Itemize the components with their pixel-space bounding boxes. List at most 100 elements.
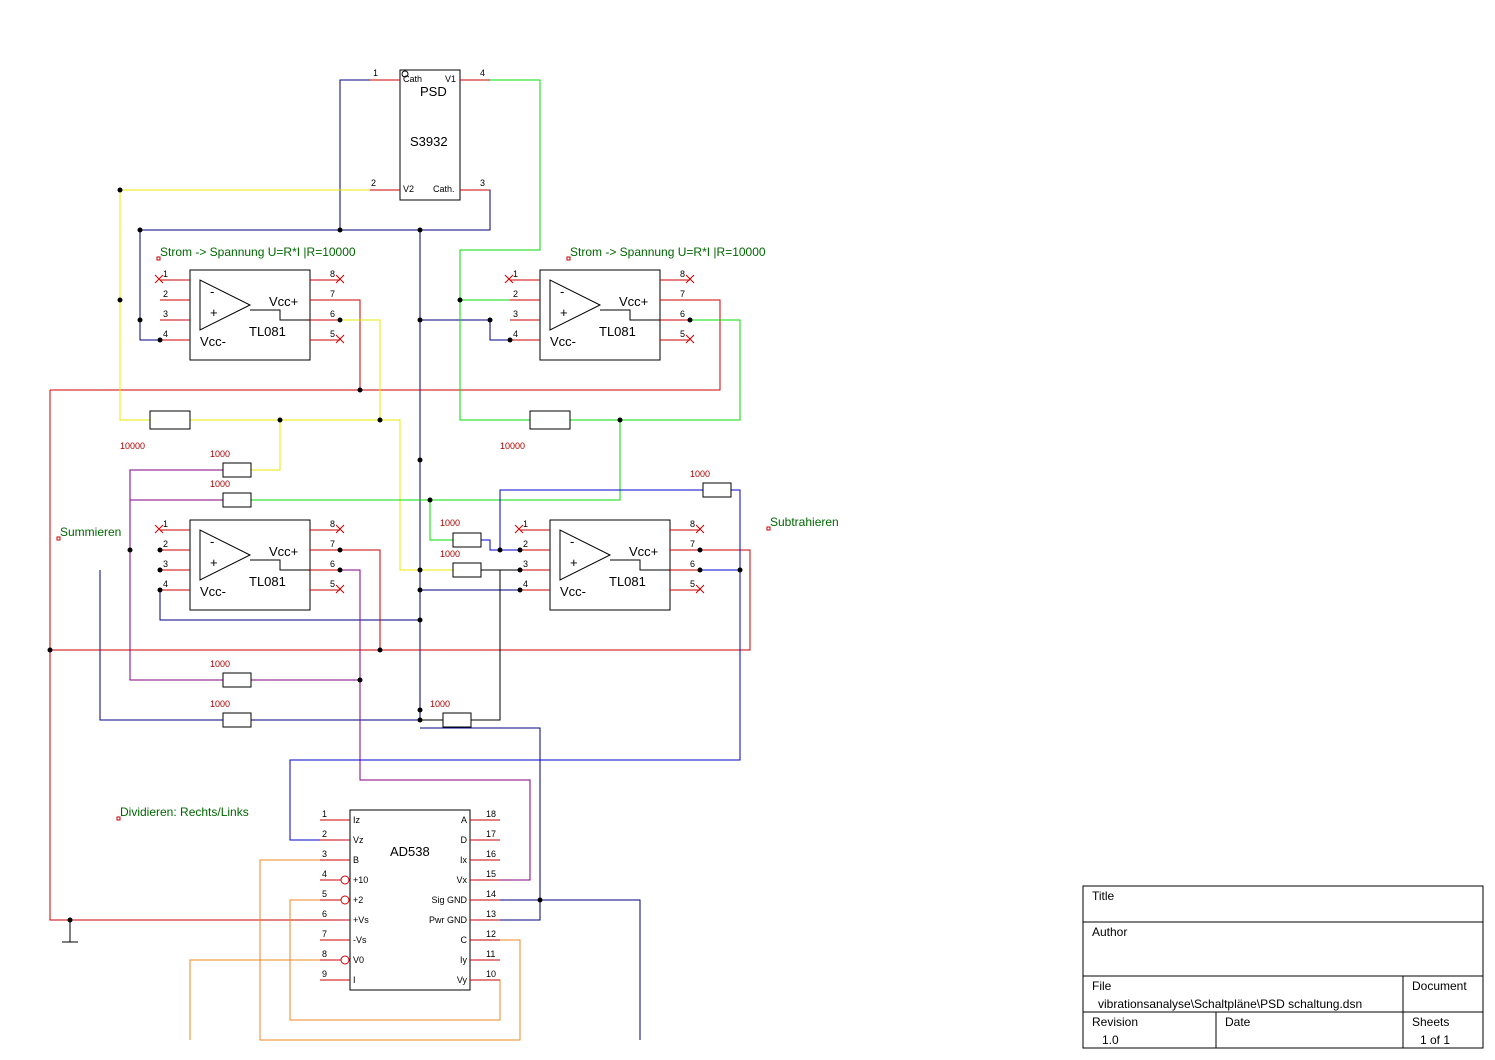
ad538-label-vx: Vx	[456, 875, 467, 885]
wires-green	[250, 79, 741, 541]
psd-pin-1: 1	[373, 68, 378, 78]
ad538-pin-14: 14	[486, 889, 496, 899]
wires-dark	[99, 79, 641, 1040]
opamp-2-pin-1: 1	[513, 269, 518, 279]
notes: Strom -> Spannung U=R*I |R=10000 Strom -…	[56, 245, 839, 821]
r-value-1000-g: 1000	[210, 699, 230, 709]
opamp-3-pin-5: 5	[330, 579, 335, 589]
ad538-pin-5: 5	[322, 889, 327, 899]
opamp-2-pin-4: 4	[513, 329, 518, 339]
wires-purple	[129, 469, 531, 881]
opamp-3-part: TL081	[249, 574, 286, 589]
opamp-4-pin-8: 8	[690, 519, 695, 529]
resistor-1000-g	[222, 712, 252, 728]
file-label: File	[1092, 979, 1112, 993]
ad538-label-c: C	[461, 935, 468, 945]
opamp-3-minus: -	[210, 534, 214, 549]
author-label: Author	[1092, 925, 1127, 939]
psd-cath2-label: Cath.	[433, 184, 455, 194]
ad538-pin-3: 3	[322, 849, 327, 859]
opamp-2-part: TL081	[599, 324, 636, 339]
opamp-4-pin-6: 6	[690, 559, 695, 569]
opamp-3-pin-4: 4	[163, 579, 168, 589]
psd-part: S3932	[410, 134, 448, 149]
opamp-1-vcc-minus: Vcc-	[200, 334, 226, 349]
note-summieren: Summieren	[60, 525, 121, 539]
ad538-part: AD538	[390, 844, 430, 859]
opamp-4: 1 2 3 4 8 7 6 5 - + Vcc+ TL081 Vcc-	[514, 519, 705, 611]
sheets-value: 1 of 1	[1420, 1033, 1450, 1047]
ad538-label-plus10: +10	[353, 875, 368, 885]
date-label: Date	[1225, 1015, 1251, 1029]
opamp-1-pin-7: 7	[330, 289, 335, 299]
opamp-2-vcc-plus: Vcc+	[619, 294, 648, 309]
opamp-4-vcc-plus: Vcc+	[629, 544, 658, 559]
ad538-pin-7: 7	[322, 929, 327, 939]
opamp-2-plus: +	[560, 305, 568, 320]
opamp-4-minus: -	[570, 534, 574, 549]
opamp-3-pin-7: 7	[330, 539, 335, 549]
note-subtrahieren: Subtrahieren	[770, 515, 839, 529]
resistor-1000-b	[222, 492, 252, 508]
opamp-4-part: TL081	[609, 574, 646, 589]
ad538-pin-12: 12	[486, 929, 496, 939]
opamp-1-pin-8: 8	[330, 269, 335, 279]
ad538-pin-1: 1	[322, 809, 327, 819]
ad538-component: AD538 1 2 3 4 5 6 7 8 9 Iz Vz B +10 +2	[320, 809, 500, 991]
opamp-3-pin-3: 3	[163, 559, 168, 569]
ad538-label-vz: Vz	[353, 835, 364, 845]
ad538-label-iy: Iy	[460, 955, 468, 965]
psd-v2-label: V2	[403, 184, 414, 194]
ad538-pin-11: 11	[486, 949, 495, 959]
opamp-1-vcc-plus: Vcc+	[269, 294, 298, 309]
opamp-1-pin-4: 4	[163, 329, 168, 339]
ad538-pin-10: 10	[486, 969, 496, 979]
ad538-label-pwr-gnd: Pwr GND	[429, 915, 468, 925]
opamp-1-plus: +	[210, 305, 218, 320]
title-block: Title Author File vibrationsanalyse\Scha…	[1082, 885, 1484, 1049]
opamp-2-vcc-minus: Vcc-	[550, 334, 576, 349]
opamp-3-pin-2: 2	[163, 539, 168, 549]
psd-name: PSD	[420, 84, 447, 99]
junctions	[47, 187, 743, 923]
opamp-2-pin-3: 3	[513, 309, 518, 319]
note-dividieren: Dividieren: Rechts/Links	[120, 805, 249, 819]
resistor-values: 10000 10000 1000 1000 1000 1000 1000 100…	[120, 441, 710, 709]
resistor-1000-h	[442, 712, 472, 728]
ad538-pin-8: 8	[322, 949, 327, 959]
r-value-1000-f: 1000	[210, 659, 230, 669]
opamp-2-pin-5: 5	[680, 329, 685, 339]
opamp-3-pin-8: 8	[330, 519, 335, 529]
opamp-1-pin-6: 6	[330, 309, 335, 319]
opamp-3: 1 2 3 4 8 7 6 5 - + Vcc+ TL081 Vcc-	[154, 519, 345, 611]
r-value-1000-h: 1000	[430, 699, 450, 709]
opamp-2-pin-6: 6	[680, 309, 685, 319]
ad538-label-sig-gnd: Sig GND	[431, 895, 467, 905]
opamp-3-pin-6: 6	[330, 559, 335, 569]
psd-component: 1 4 2 3 Cath V1 V2 Cath. PSD S3932	[370, 68, 490, 201]
ad538-label-v0: V0	[353, 955, 364, 965]
opamp-4-pin-3: 3	[523, 559, 528, 569]
opamp-1-minus: -	[210, 284, 214, 299]
resistor-1000-d	[452, 532, 482, 548]
file-value: vibrationsanalyse\Schaltpläne\PSD schalt…	[1098, 997, 1362, 1011]
psd-v1-label: V1	[445, 74, 456, 84]
ad538-pin-9: 9	[322, 969, 327, 979]
ad538-label-plus-vs: +Vs	[353, 915, 369, 925]
ad538-label-d: D	[461, 835, 468, 845]
opamp-4-pin-2: 2	[523, 539, 528, 549]
opamp-4-pin-1: 1	[523, 519, 528, 529]
r-value-1000-e: 1000	[440, 549, 460, 559]
ad538-label-ix: Ix	[460, 855, 468, 865]
psd-pin-3: 3	[480, 178, 485, 188]
opamp-1-pin-5: 5	[330, 329, 335, 339]
ad538-pin-2: 2	[322, 829, 327, 839]
ad538-pin-18: 18	[486, 809, 496, 819]
wires-yellow	[119, 189, 455, 571]
resistor-10000-right	[529, 410, 571, 430]
psd-cath-label: Cath	[403, 74, 422, 84]
opamp-1-pin-1: 1	[163, 269, 168, 279]
resistor-1000-a	[222, 462, 252, 478]
opamp-4-pin-7: 7	[690, 539, 695, 549]
resistor-10000-left	[149, 410, 191, 430]
